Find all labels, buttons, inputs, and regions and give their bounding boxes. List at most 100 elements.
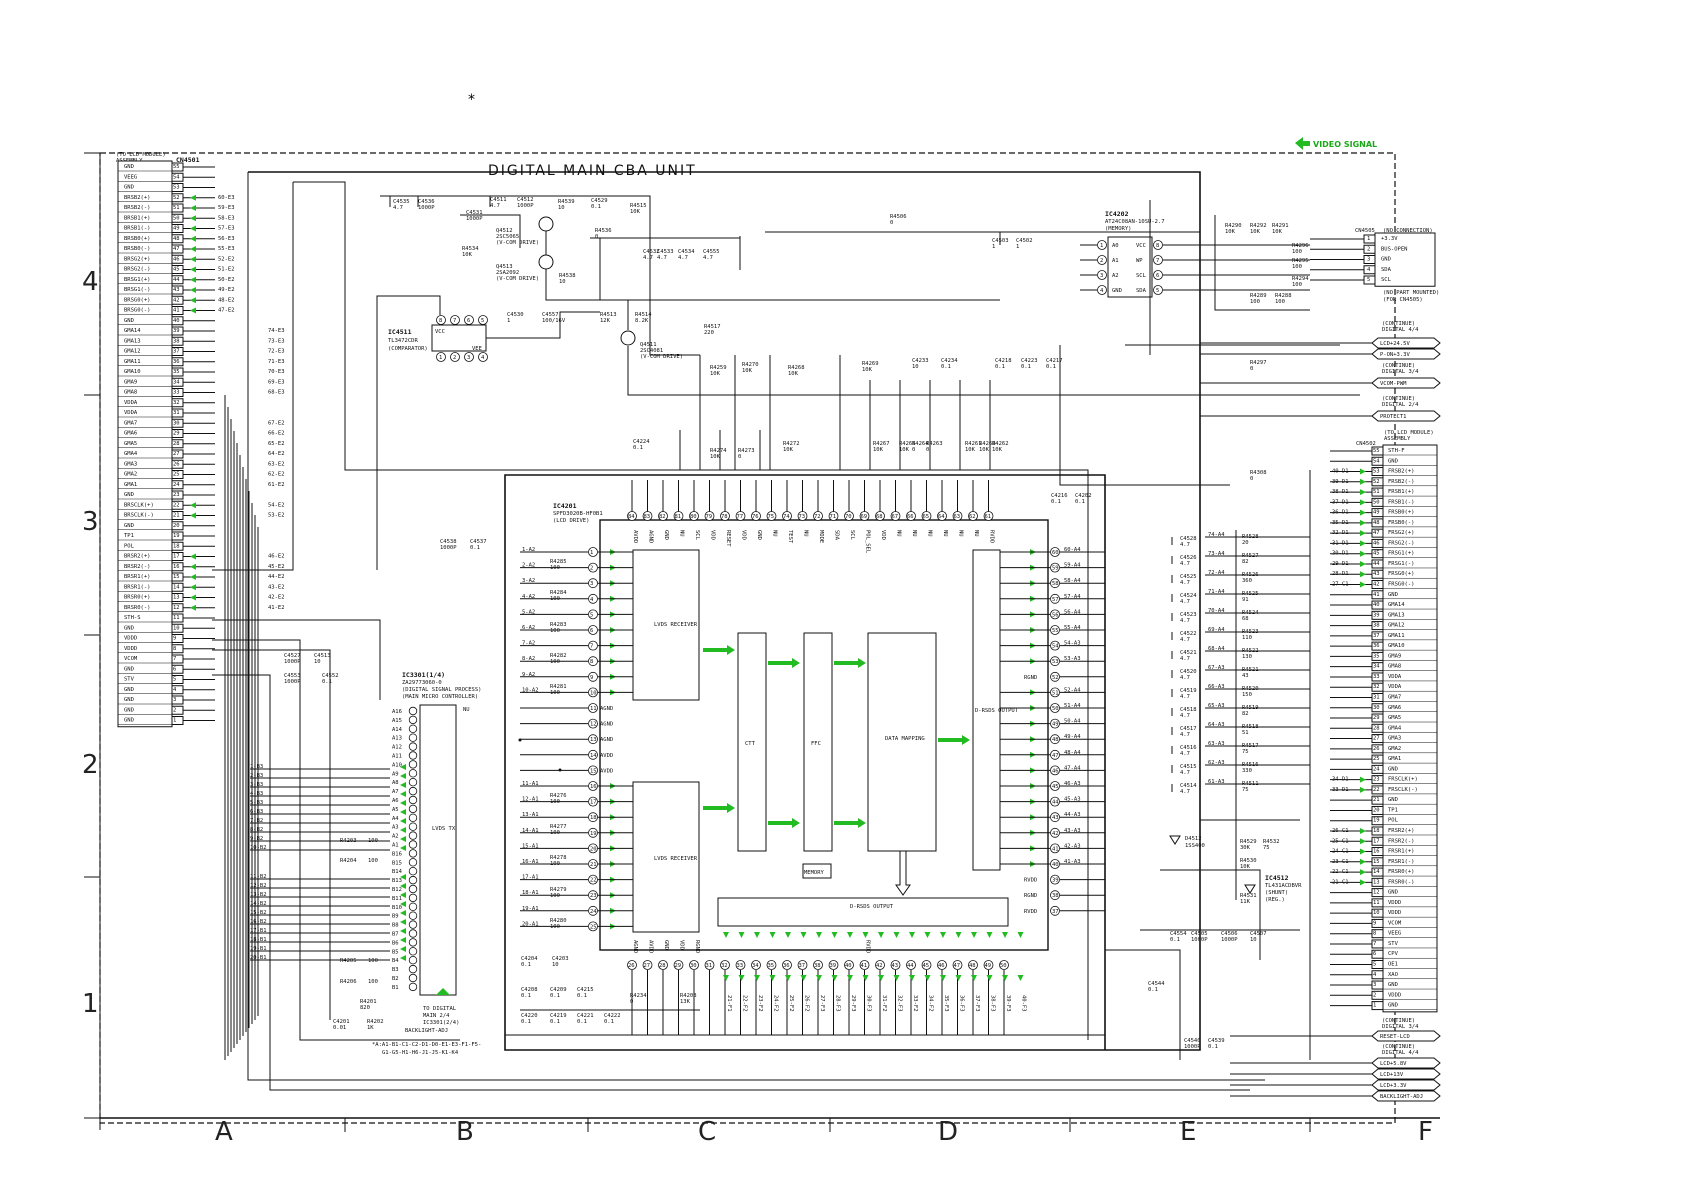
signal-arrow xyxy=(769,932,776,938)
pin-circle xyxy=(921,511,932,521)
pin-circle xyxy=(588,905,598,916)
part-value: 4.7 xyxy=(703,255,713,261)
svg-text:IC4202: IC4202 xyxy=(1105,210,1129,218)
pin-name: SDA xyxy=(1136,288,1147,294)
pin-number: 45 xyxy=(173,267,180,273)
pin-circle xyxy=(588,812,598,823)
pin-number: 4 xyxy=(481,355,485,361)
pin-circle xyxy=(937,511,947,521)
pin-circle xyxy=(408,769,418,778)
pin-number: 35 xyxy=(173,369,180,375)
part-ref: R4308 xyxy=(1250,470,1267,476)
pin-name: SDA xyxy=(1381,267,1392,273)
pin-number: 21 xyxy=(1373,797,1380,803)
part-ref: C4505 xyxy=(1191,931,1208,937)
pin-name: FRSG2(-) xyxy=(1388,540,1415,546)
pin-circle xyxy=(588,874,598,885)
pin-name: RGND xyxy=(1024,893,1037,899)
pin-number: 44 xyxy=(907,963,914,969)
resistor-value: 100 xyxy=(550,893,560,899)
pin-number: 36 xyxy=(1373,643,1380,649)
net-wire xyxy=(1105,929,1300,1060)
net-label: 68-E3 xyxy=(268,390,285,396)
net-label: 52-E2 xyxy=(218,256,235,262)
net-label: 22-C1 xyxy=(1332,869,1349,875)
pin-number: 32 xyxy=(1373,684,1380,690)
part-ref: C4553 xyxy=(284,673,301,679)
pin-name: GND xyxy=(1388,1003,1398,1009)
pin-name: VDDA xyxy=(1388,674,1402,680)
part-ref: C4202 xyxy=(1075,493,1092,499)
pin-name: FRSG2(+) xyxy=(1388,530,1415,536)
pin-name: RVDD xyxy=(865,940,871,953)
pin-number: 12 xyxy=(173,605,180,611)
pin-name: AGND xyxy=(600,722,613,728)
net-label: 36-F3 xyxy=(959,995,965,1012)
signal-arrow xyxy=(738,975,745,981)
pin-number: 1 xyxy=(439,355,442,361)
resistor-value: 43 xyxy=(1242,673,1249,679)
port-label: LCD+3.3V xyxy=(1380,1083,1407,1089)
part-value: 1000P xyxy=(1191,937,1208,943)
pin-circle xyxy=(735,960,746,970)
port-flag xyxy=(1371,1057,1441,1069)
net-label: 32-F3 xyxy=(897,995,903,1012)
net-label: 72-E3 xyxy=(268,349,285,355)
net-label: 12-A1 xyxy=(522,797,539,803)
pin-number: 30 xyxy=(690,963,697,969)
signal-arrow xyxy=(190,235,196,242)
net-label: 31-D1 xyxy=(1332,540,1349,546)
row-label-2: 2 xyxy=(82,750,99,780)
capacitor-value: 4.7 xyxy=(1180,789,1190,795)
pin-number: 18 xyxy=(173,543,180,549)
pin-name: GMA3 xyxy=(124,461,137,467)
pin-number: A4 xyxy=(392,816,399,822)
net-label: 57-E3 xyxy=(218,226,235,232)
capacitor-ref: C4528 xyxy=(1180,536,1197,542)
pin-circle xyxy=(408,947,418,956)
pin-name: BRSR0(-) xyxy=(124,605,151,611)
pin-number: 1 xyxy=(1100,243,1103,249)
part-value: 0.01 xyxy=(333,1025,346,1031)
part-value: 1000P xyxy=(440,545,457,551)
net-label: 65-E2 xyxy=(268,441,285,447)
part-ref: R4539 xyxy=(558,199,575,205)
pin-number: 6 xyxy=(590,628,593,634)
pin-circle xyxy=(588,578,598,589)
signal-arrow xyxy=(190,502,196,509)
pin-number: 26 xyxy=(628,963,635,969)
net-label: 71-E3 xyxy=(268,359,285,365)
signal-arrow xyxy=(1360,838,1366,845)
pin-name: FRSR2(-) xyxy=(1388,838,1415,844)
part-ref: R4297 xyxy=(1250,360,1267,366)
pin-number: 3 xyxy=(1373,982,1376,988)
pin-number: 47 xyxy=(173,246,180,252)
part-ref: C4234 xyxy=(941,358,958,364)
part-ref: R4530 xyxy=(1240,858,1257,864)
pin-name: MODE xyxy=(818,530,824,543)
port-label: LCD+24.5V xyxy=(1380,341,1410,347)
pin-number: 12 xyxy=(590,722,597,728)
part-value: 1000P xyxy=(1184,1044,1201,1050)
resistor-ref: R4282 xyxy=(550,653,567,659)
pin-name: GMA4 xyxy=(124,451,138,457)
net-label: 48-E2 xyxy=(218,297,235,303)
pin-name: BRSB2(-) xyxy=(124,205,151,211)
pin-circle xyxy=(1050,749,1060,760)
pin-number: 67 xyxy=(892,514,899,520)
signal-arrow xyxy=(400,818,406,824)
pin-number: 39 xyxy=(1052,878,1059,884)
part-ref: C4506 xyxy=(1221,931,1238,937)
net-label: 51-A4 xyxy=(1064,703,1081,709)
part-ref: C4530 xyxy=(507,312,524,318)
pin-circle xyxy=(1097,240,1107,250)
pin-circle xyxy=(408,920,418,929)
pin-number: 34 xyxy=(173,379,180,385)
signal-arrow xyxy=(400,937,406,943)
pin-number: 75 xyxy=(768,514,775,520)
pin-circle xyxy=(408,733,418,742)
pin-circle xyxy=(627,960,637,970)
part-value: 100 xyxy=(1275,299,1285,305)
part-ref: C4224 xyxy=(633,439,650,445)
